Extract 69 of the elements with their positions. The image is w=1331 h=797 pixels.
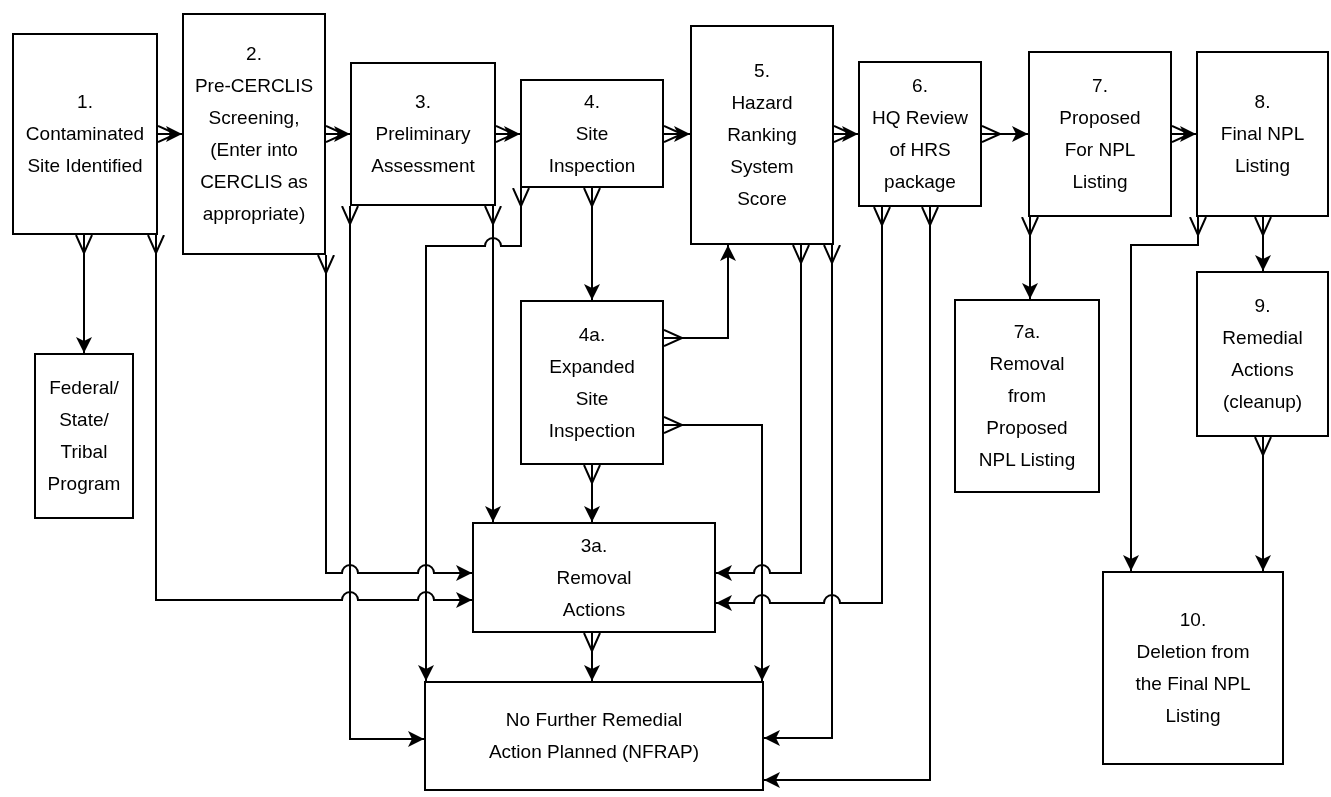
- step-number: 7.: [1092, 74, 1108, 98]
- step-number: 1.: [77, 90, 93, 114]
- arrow: [1171, 125, 1197, 143]
- process-box: [858, 61, 982, 207]
- step-title: Removal from Proposed NPL Listing: [977, 352, 1077, 472]
- process-box: [520, 300, 664, 465]
- arrow: [583, 187, 601, 301]
- step-number: 7a.: [1013, 320, 1041, 344]
- step-number: 5.: [754, 59, 770, 83]
- process-box: [954, 299, 1100, 493]
- step-title: Pre-CERCLIS Screening, (Enter into CERCLIS as appropriate): [193, 74, 315, 226]
- step-title: Hazard Ranking System Score: [726, 91, 798, 211]
- arrow: [663, 416, 770, 682]
- step-number: 3.: [415, 90, 431, 114]
- process-box: [12, 33, 158, 235]
- process-box: [1028, 51, 1172, 217]
- arrow: [715, 244, 810, 581]
- step-number: 3a.: [580, 533, 608, 558]
- arrow: [325, 125, 351, 143]
- process-box: [350, 62, 496, 206]
- step-title: Remedial Actions (cleanup): [1221, 326, 1304, 414]
- arrow: [495, 125, 521, 143]
- process-box: [34, 353, 134, 519]
- step-number: 4a.: [578, 322, 606, 347]
- step-number: 2.: [246, 42, 262, 66]
- step-title: Federal/ State/ Tribal Program: [46, 376, 122, 496]
- arrow: [763, 244, 841, 746]
- arrow: [418, 187, 530, 682]
- arrow: [663, 244, 736, 347]
- arrow: [1254, 216, 1272, 272]
- process-box: [424, 681, 764, 791]
- process-box: [1102, 571, 1284, 765]
- process-box: [472, 522, 716, 633]
- step-number: 4.: [584, 89, 600, 114]
- step-number: 9.: [1254, 294, 1271, 318]
- process-box: [182, 13, 326, 255]
- process-box: [690, 25, 834, 245]
- step-title: Proposed For NPL Listing: [1058, 106, 1142, 194]
- step-title: HQ Review of HRS package: [870, 106, 970, 194]
- arrow: [1123, 216, 1207, 572]
- arrow: [981, 125, 1029, 143]
- arrow: [1021, 216, 1039, 300]
- arrow: [317, 254, 473, 581]
- arrow: [157, 125, 183, 143]
- step-number: 8.: [1254, 90, 1271, 114]
- arrow: [484, 205, 502, 523]
- step-number: 6.: [912, 74, 928, 98]
- step-title: Final NPL Listing: [1219, 122, 1306, 178]
- step-title: Contaminated Site Identified: [24, 122, 146, 178]
- step-title: Removal Actions: [555, 565, 633, 622]
- arrow: [341, 205, 425, 747]
- arrow: [147, 234, 473, 608]
- arrow: [583, 464, 601, 523]
- process-box: [1196, 51, 1329, 217]
- step-title: Deletion from the Final NPL Listing: [1134, 640, 1252, 728]
- step-number: 10.: [1179, 608, 1207, 632]
- process-box: [1196, 271, 1329, 437]
- step-title: Expanded Site Inspection: [547, 354, 637, 443]
- arrow: [833, 125, 859, 143]
- process-box: [520, 79, 664, 188]
- arrow: [763, 206, 939, 788]
- arrow: [1254, 436, 1272, 572]
- step-title: No Further Remedial Action Planned (NFRAP): [487, 708, 701, 764]
- arrow: [75, 234, 93, 354]
- step-title: Preliminary Assessment: [370, 122, 476, 178]
- arrow: [715, 206, 891, 611]
- arrow: [583, 632, 601, 682]
- step-title: Site Inspection: [547, 121, 637, 178]
- arrow: [663, 125, 691, 143]
